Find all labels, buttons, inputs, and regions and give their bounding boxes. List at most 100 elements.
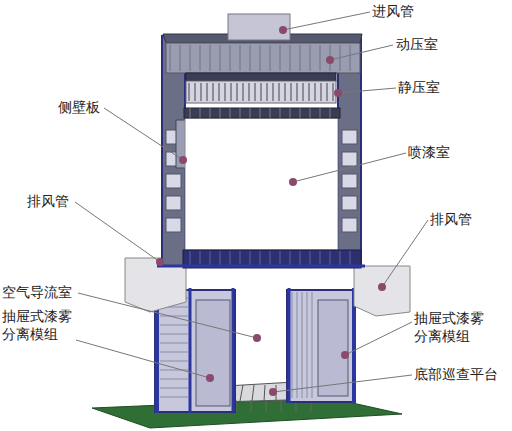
filter-slat [303, 83, 304, 101]
grating-bar [260, 108, 261, 118]
module-louver [160, 316, 188, 317]
leader-line [75, 202, 160, 262]
separation-module [155, 290, 235, 412]
module-louver [312, 292, 313, 398]
filter-slat [321, 83, 322, 101]
module-louver [292, 292, 293, 398]
filter-slat [279, 83, 280, 101]
part-label: 喷漆室 [408, 144, 450, 162]
leader-lines [75, 12, 428, 396]
part-label: 抽屉式漆雾 分离模组 [414, 310, 488, 345]
module-louver [160, 352, 188, 353]
module-louver [160, 397, 188, 398]
filter-slat [309, 83, 310, 101]
grating-bar [290, 108, 291, 118]
module-post [288, 288, 291, 403]
filter-slat [225, 83, 226, 101]
side-window [342, 152, 357, 166]
leader-line [76, 340, 210, 378]
leader-dot [378, 283, 386, 291]
side-window [166, 218, 181, 232]
module-louver [307, 292, 308, 398]
part-label: 抽屉式漆雾 分离模组 [2, 308, 76, 343]
leader-dot [289, 178, 297, 186]
module-door [318, 300, 348, 396]
side-window [342, 218, 357, 232]
grating-bar [280, 108, 281, 118]
grating-bar [330, 108, 331, 118]
leader-line [104, 108, 183, 160]
filter-slat [219, 83, 220, 101]
platform-leg [281, 400, 282, 412]
module-post [189, 288, 192, 413]
static-chamber [186, 81, 336, 103]
chamber-rib [280, 45, 281, 71]
part-label: 侧壁板 [58, 99, 100, 117]
chamber-rib [250, 45, 251, 71]
leader-line [338, 88, 396, 93]
filter-slat [261, 83, 262, 101]
chamber-rib [230, 45, 231, 71]
grating-bar [190, 108, 191, 118]
chamber-rib [170, 45, 171, 71]
chamber-rib [350, 45, 351, 71]
filter-slat [231, 83, 232, 101]
leader-line [293, 153, 406, 182]
part-label: 动压室 [396, 36, 438, 54]
filter-slat [267, 83, 268, 101]
filter-slat [291, 83, 292, 101]
part-label: 排风管 [430, 211, 472, 229]
leader-line [283, 12, 370, 30]
side-window [166, 196, 181, 210]
dynamic-chamber [166, 43, 360, 73]
module-louver [160, 334, 188, 335]
grating-bar [200, 108, 201, 118]
chamber-rib [310, 45, 311, 71]
chamber-rib [290, 45, 291, 71]
intake-duct [228, 14, 290, 40]
chamber-divider [186, 73, 336, 81]
leader-dot [253, 334, 261, 342]
ceiling-grating [184, 108, 340, 118]
leader-dot [326, 56, 334, 64]
chamber-rib [210, 45, 211, 71]
chamber-rib [220, 45, 221, 71]
part-label: 空气导流室 [2, 284, 72, 302]
part-label: 进风管 [372, 3, 414, 21]
grating-bar [220, 108, 221, 118]
module-post [232, 288, 235, 412]
illustration-shapes [92, 14, 410, 428]
grating-bar [250, 108, 251, 118]
platform-leg [251, 400, 252, 412]
leader-dot [279, 26, 287, 34]
leader-dot [179, 156, 187, 164]
filter-slat [201, 83, 202, 101]
filter-slat [189, 83, 190, 101]
chamber-rib [190, 45, 191, 71]
frame-beam [157, 265, 365, 268]
grating-bar [320, 108, 321, 118]
side-window [342, 174, 357, 188]
module-louver [297, 292, 298, 398]
chamber-rib [180, 45, 181, 71]
exhaust-duct [354, 266, 410, 316]
chamber-rib [200, 45, 201, 71]
filter-slat [285, 83, 286, 101]
filter-slat [327, 83, 328, 101]
leader-line [78, 293, 257, 338]
module-louver [160, 379, 188, 380]
platform-grid [252, 385, 254, 401]
filter-slat [333, 83, 334, 101]
spray-booth [185, 118, 338, 250]
chamber-rib [300, 45, 301, 71]
grating-bar [230, 108, 231, 118]
grating-bar [270, 108, 271, 118]
filter-slat [297, 83, 298, 101]
chamber-rib [320, 45, 321, 71]
module-door [196, 300, 230, 406]
filter-slat [255, 83, 256, 101]
platform-leg [266, 400, 267, 412]
platform-grid [240, 385, 243, 401]
leader-line [345, 322, 412, 355]
